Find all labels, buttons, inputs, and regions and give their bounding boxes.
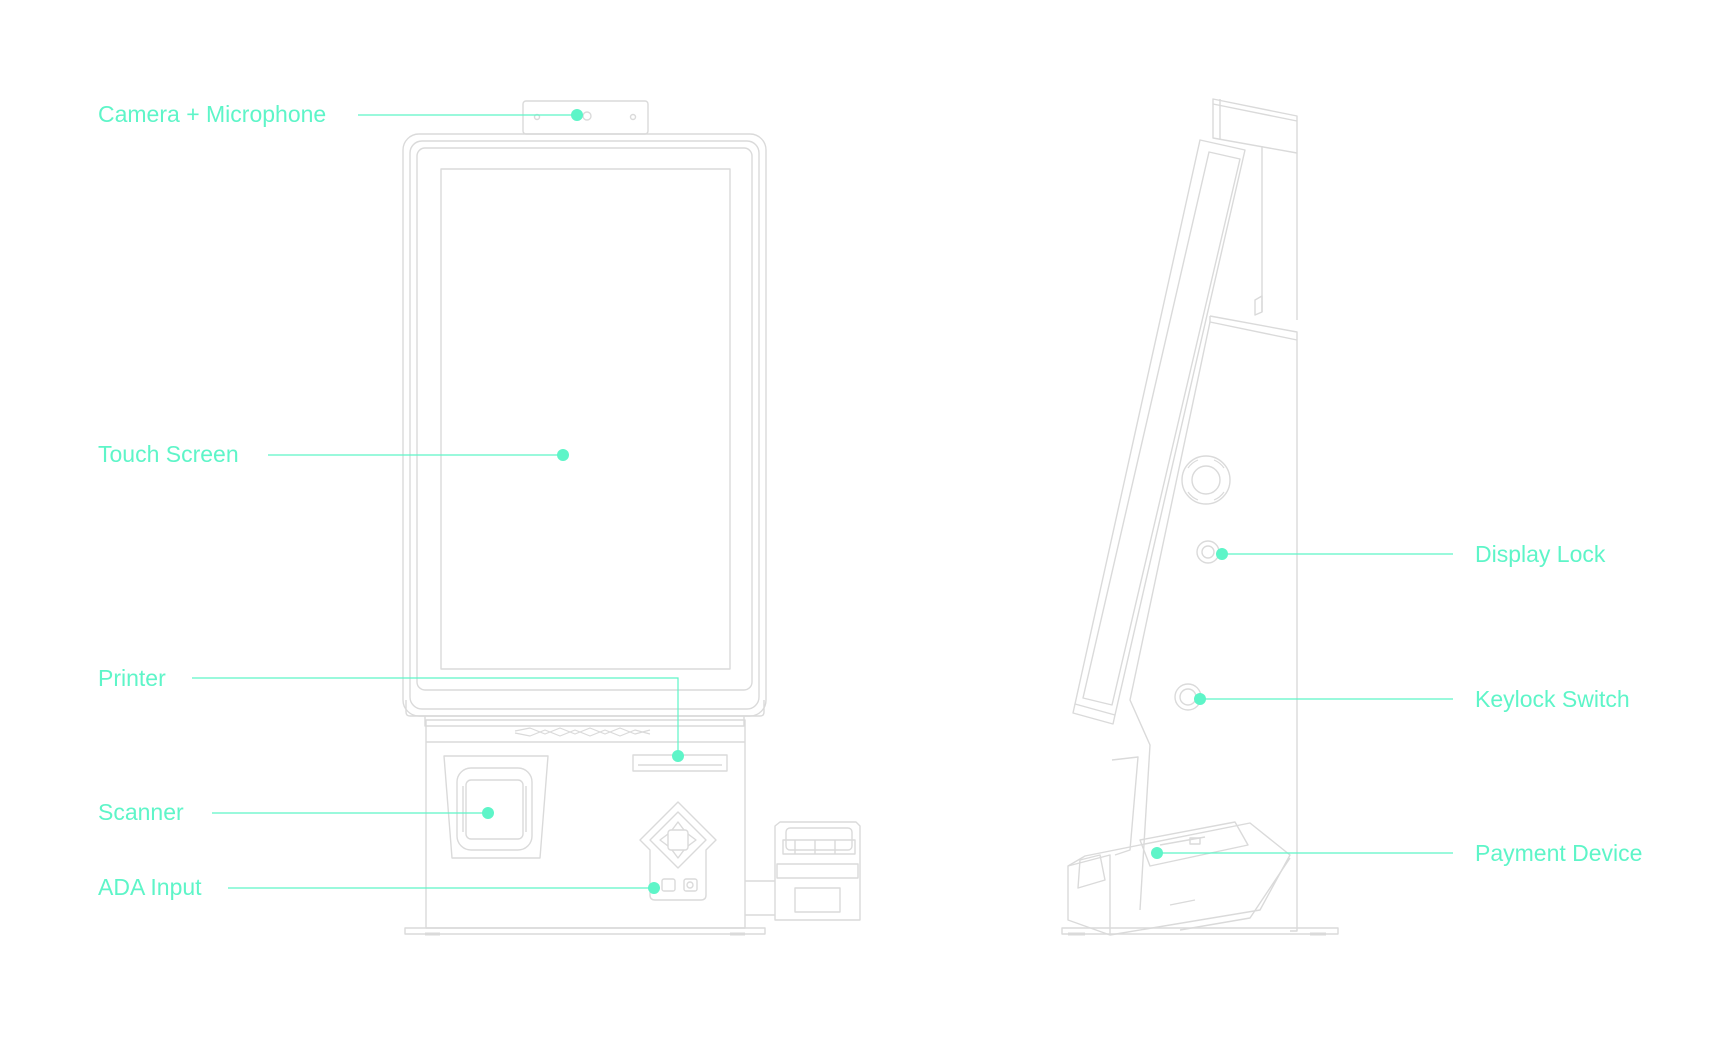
camera-module xyxy=(522,100,649,135)
printer-leader xyxy=(192,677,679,756)
touch-screen-dot xyxy=(557,449,569,461)
label-scanner: Scanner xyxy=(98,799,184,825)
display-lock-dot xyxy=(1216,548,1228,560)
label-keylock-switch: Keylock Switch xyxy=(1475,686,1630,712)
camera-dot xyxy=(571,109,583,121)
payment-terminal-front xyxy=(745,821,861,921)
front-view xyxy=(402,100,861,936)
keylock-switch-dot xyxy=(1194,693,1206,705)
side-view xyxy=(1061,98,1339,936)
printer-dot xyxy=(672,750,684,762)
label-ada-input: ADA Input xyxy=(98,874,202,900)
label-display-lock: Display Lock xyxy=(1475,541,1606,567)
callout-lines xyxy=(192,114,1453,889)
ada-input-dot xyxy=(648,882,660,894)
display-housing xyxy=(402,133,767,717)
payment-device-dot xyxy=(1151,847,1163,859)
label-printer: Printer xyxy=(98,665,166,691)
callout-dots xyxy=(482,109,1228,894)
label-touch-screen: Touch Screen xyxy=(98,441,239,467)
label-payment-device: Payment Device xyxy=(1475,840,1643,866)
scanner-dot xyxy=(482,807,494,819)
base-cabinet xyxy=(404,716,766,936)
label-camera-microphone: Camera + Microphone xyxy=(98,101,327,127)
